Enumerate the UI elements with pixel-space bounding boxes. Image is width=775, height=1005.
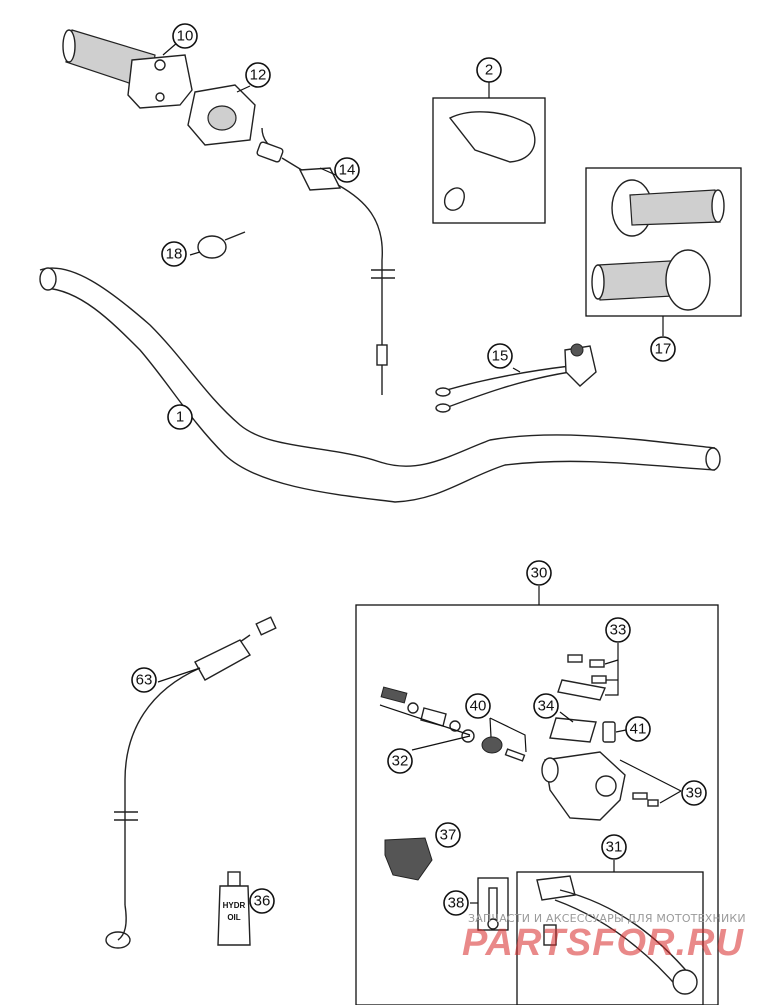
- callout-33: 33: [605, 617, 631, 643]
- throttle-cover-part: [187, 84, 256, 146]
- master-cylinder-body: [541, 751, 659, 821]
- callout-2: 2: [476, 57, 502, 83]
- callout-36: 36: [249, 888, 275, 914]
- callout-10: 10: [172, 23, 198, 49]
- svg-text:40: 40: [470, 698, 487, 715]
- svg-text:14: 14: [339, 162, 356, 179]
- svg-text:2: 2: [485, 62, 493, 79]
- svg-text:34: 34: [538, 698, 555, 715]
- callout-1: 1: [167, 404, 193, 430]
- svg-text:63: 63: [136, 672, 153, 689]
- callout-15: 15: [487, 343, 513, 369]
- pin-box: [477, 877, 509, 931]
- callout-14: 14: [334, 157, 360, 183]
- svg-text:12: 12: [250, 67, 267, 84]
- oil-label-line2: OIL: [227, 913, 240, 922]
- svg-text:10: 10: [177, 28, 194, 45]
- svg-text:31: 31: [606, 839, 623, 856]
- callout-18: 18: [161, 241, 187, 267]
- handlebar-part: [39, 267, 721, 503]
- svg-text:38: 38: [448, 895, 465, 912]
- callout-63: 63: [131, 667, 157, 693]
- svg-text:39: 39: [686, 785, 703, 802]
- callout-31: 31: [601, 834, 627, 860]
- svg-text:30: 30: [531, 565, 548, 582]
- svg-text:18: 18: [166, 246, 183, 263]
- callout-12: 12: [245, 62, 271, 88]
- callout-30: 30: [526, 560, 552, 586]
- lever-guard-part: [384, 837, 433, 881]
- svg-text:1: 1: [176, 409, 184, 426]
- svg-text:36: 36: [254, 893, 271, 910]
- lever-box: [516, 871, 704, 1005]
- throttle-cable-part: [256, 127, 395, 395]
- cable-tie-part: [197, 231, 246, 259]
- callout-40: 40: [465, 693, 491, 719]
- svg-text:15: 15: [492, 348, 509, 365]
- callout-37: 37: [435, 822, 461, 848]
- throttle-grip-part: [62, 29, 193, 109]
- svg-text:33: 33: [610, 622, 627, 639]
- reservoir-cover-part: [557, 654, 607, 701]
- oil-label-line1: HYDR: [223, 901, 246, 910]
- callout-34: 34: [533, 693, 559, 719]
- callout-41: 41: [625, 716, 651, 742]
- piston-kit-part: [380, 686, 475, 743]
- callout-32: 32: [387, 748, 413, 774]
- hand-guard-box: [432, 97, 546, 224]
- watermark-caption: ЗАПЧАСТИ И АКСЕССУАРЫ ДЛЯ МОТОТЕХНИКИ: [468, 912, 746, 925]
- grip-set-box: [585, 167, 742, 317]
- bolt-41-part: [602, 721, 616, 743]
- master-cylinder-box: [355, 604, 719, 1005]
- callout-38: 38: [443, 890, 469, 916]
- leader-lines: [157, 35, 682, 904]
- svg-text:17: 17: [655, 341, 672, 358]
- watermark-logo: PARTSFOR.RU: [462, 922, 744, 964]
- callout-17: 17: [650, 336, 676, 362]
- clutch-cable-part: [105, 616, 277, 949]
- svg-text:32: 32: [392, 753, 409, 770]
- svg-text:41: 41: [630, 721, 647, 738]
- diaphragm-part: [549, 717, 597, 743]
- bellows-part: [481, 736, 526, 762]
- oil-bottle-part: HYDR OIL: [217, 871, 251, 946]
- callout-39: 39: [681, 780, 707, 806]
- svg-text:37: 37: [440, 827, 457, 844]
- kill-switch-part: [435, 343, 597, 413]
